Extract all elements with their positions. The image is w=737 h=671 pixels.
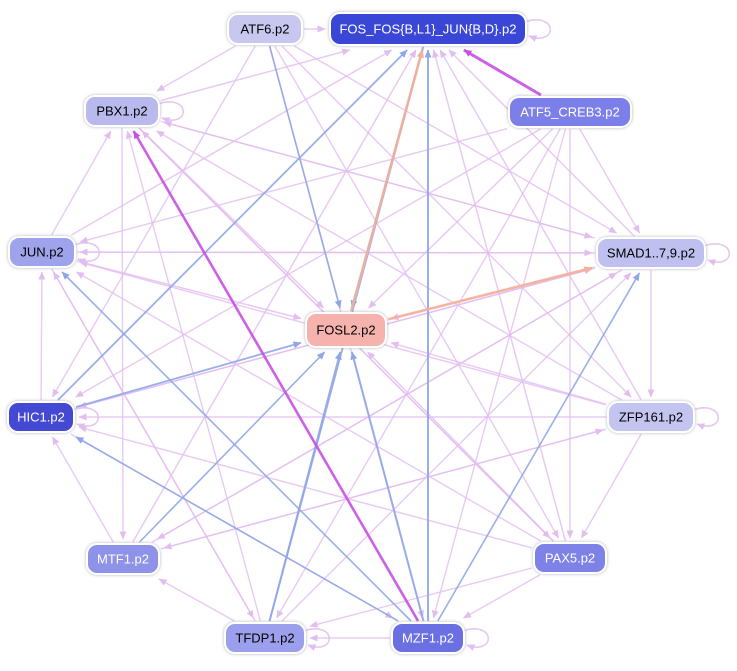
edge-PAX5-to-JUN	[76, 271, 542, 542]
edge-HIC1-to-JUN	[38, 271, 46, 401]
self-loop-MZF1	[462, 628, 489, 651]
node-HIC1[interactable]: HIC1.p2	[7, 401, 75, 433]
edge-TFDP1-to-SMAD	[281, 272, 632, 622]
edge-ATF5-to-HIC1	[75, 128, 541, 398]
node-shape-MZF1[interactable]	[391, 622, 465, 654]
node-shape-FOSL2[interactable]	[305, 312, 387, 348]
node-PBX1[interactable]: PBX1.p2	[84, 95, 160, 127]
edge-PBX1-to-SMAD	[160, 120, 593, 239]
edge-ATF5-to-FOS	[463, 48, 542, 97]
edge-PAX5-to-FOS	[432, 49, 567, 542]
node-PAX5[interactable]: PAX5.p2	[533, 542, 607, 574]
edge-JUN-to-FOS	[71, 49, 393, 236]
edge-FOSL2-to-FOS	[349, 49, 424, 312]
edge-MZF1-to-FOSL2	[350, 351, 425, 622]
edge-ATF5-to-MZF1	[431, 128, 567, 619]
self-loop-TFDP1	[303, 628, 330, 651]
node-ZFP161[interactable]: ZFP161.p2	[607, 401, 695, 433]
edge-JUN-to-TFDP1	[51, 268, 255, 619]
edge-ZFP161-to-PAX5	[580, 433, 642, 539]
edge-ATF5-to-SMAD	[579, 128, 641, 234]
edge-FOSL2-to-SMAD	[387, 266, 593, 321]
self-loop-SMAD	[703, 243, 730, 266]
edge-ATF6-to-HIC1	[51, 45, 256, 398]
self-loop-JUN	[73, 242, 100, 265]
edge-ZFP161-to-FOSL2	[390, 341, 607, 405]
edge-ZFP161-to-PBX1	[156, 130, 622, 401]
node-shape-HIC1[interactable]	[7, 401, 75, 433]
node-shape-ATF6[interactable]	[227, 13, 303, 45]
edge-TFDP1-to-MTF1	[158, 578, 235, 622]
edge-JUN-to-SMAD	[76, 249, 593, 257]
edge-TFDP1-to-PBX1	[125, 130, 262, 622]
edge-ATF5-to-TFDP1	[275, 128, 561, 619]
edge-HIC1-to-FOS	[57, 49, 408, 401]
edge-MZF1-to-JUN	[61, 271, 412, 622]
node-FOS[interactable]: FOS_FOS{B,L1}_JUN{B,D}.p2	[329, 12, 527, 46]
node-shape-ATF5[interactable]	[508, 96, 632, 128]
self-loop-PBX1	[157, 101, 184, 124]
edge-ATF6-to-PBX1	[156, 45, 236, 92]
edge-SMAD-to-MTF1	[157, 269, 623, 540]
node-MZF1[interactable]: MZF1.p2	[391, 622, 465, 654]
edge-PAX5-to-MZF1	[463, 574, 541, 619]
self-loop-FOS	[524, 19, 551, 42]
edge-JUN-to-PBX1	[50, 130, 112, 236]
edge-PAX5-to-TFDP1	[309, 567, 533, 628]
edge-ATF5-to-FOSL2	[368, 128, 554, 309]
node-SMAD[interactable]: SMAD1..7,9.p2	[596, 237, 706, 269]
edge-ATF6-to-SMAD	[293, 45, 617, 234]
node-JUN[interactable]: JUN.p2	[8, 236, 76, 268]
node-shape-ZFP161[interactable]	[607, 401, 695, 433]
node-ATF6[interactable]: ATF6.p2	[227, 13, 303, 45]
node-shape-JUN[interactable]	[8, 236, 76, 268]
node-shape-MTF1[interactable]	[86, 543, 160, 575]
node-shape-PAX5[interactable]	[533, 542, 607, 574]
self-loop-HIC1	[72, 407, 99, 430]
edge-JUN-to-FOSL2	[76, 260, 302, 321]
edge-PBX1-to-FOS	[160, 48, 351, 102]
edge-MZF1-to-PBX1	[132, 130, 420, 622]
edge-MTF1-to-FOS	[132, 49, 417, 543]
edge-PBX1-to-FOSL2	[138, 127, 325, 309]
node-FOSL2[interactable]: FOSL2.p2	[305, 312, 387, 348]
edge-MZF1-to-HIC1	[75, 436, 399, 622]
edge-MTF1-to-FOSL2	[139, 351, 326, 543]
edge-ATF5-to-JUN	[79, 128, 508, 244]
node-shape-TFDP1[interactable]	[224, 622, 306, 654]
edge-ZFP161-to-FOS	[439, 49, 642, 401]
node-ATF5[interactable]: ATF5_CREB3.p2	[508, 96, 632, 128]
edge-ATF6-to-ZFP161	[281, 45, 632, 398]
node-shape-FOS[interactable]	[329, 12, 527, 46]
node-MTF1[interactable]: MTF1.p2	[86, 543, 160, 575]
node-shape-SMAD[interactable]	[596, 237, 706, 269]
node-shape-PBX1[interactable]	[84, 95, 160, 127]
edge-ATF6-to-FOSL2	[268, 45, 342, 309]
edge-ATF6-to-PAX5	[274, 45, 560, 539]
node-TFDP1[interactable]: TFDP1.p2	[224, 622, 306, 654]
edge-MZF1-to-SMAD	[437, 272, 641, 622]
self-loop-ZFP161	[692, 407, 719, 430]
edge-ZFP161-to-MTF1	[163, 428, 607, 550]
edge-SMAD-to-FOS	[448, 49, 635, 237]
edge-MTF1-to-HIC1	[51, 436, 114, 543]
